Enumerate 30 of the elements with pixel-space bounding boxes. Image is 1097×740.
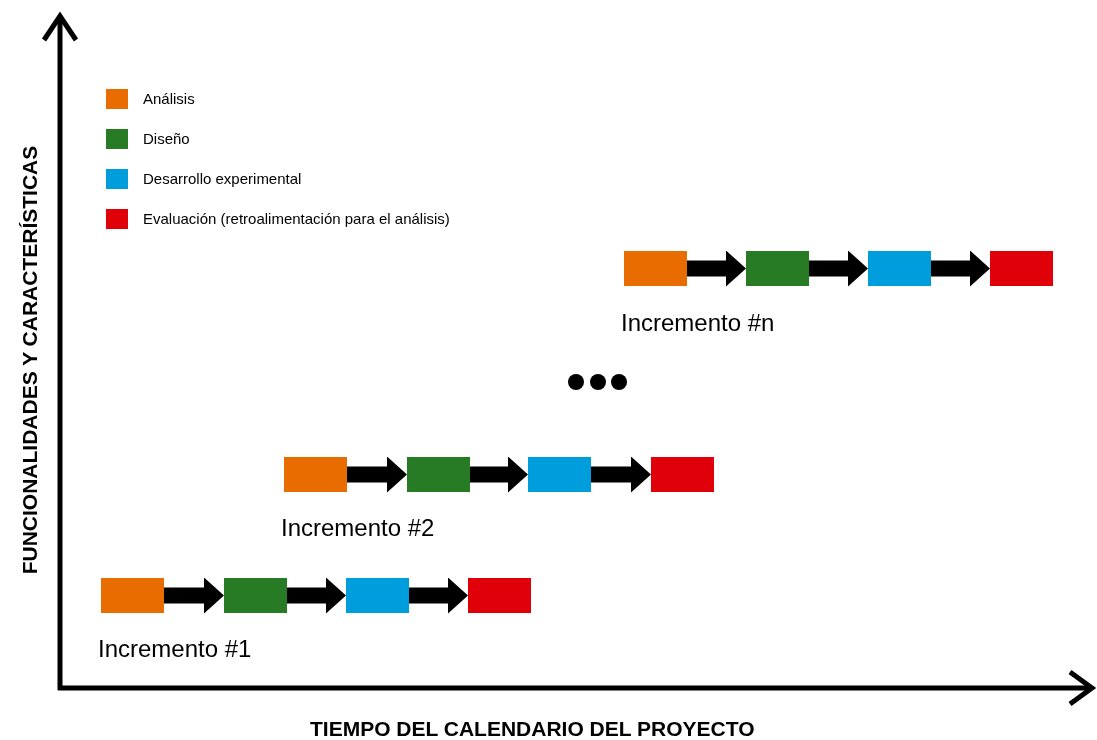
phase-box — [746, 251, 809, 286]
x-axis-title: TIEMPO DEL CALENDARIO DEL PROYECTO — [310, 716, 755, 740]
increment-label: Incremento #2 — [281, 513, 435, 543]
phase-box — [624, 251, 687, 286]
phase-box — [528, 457, 591, 492]
arrow — [470, 456, 528, 493]
phase-box — [284, 457, 347, 492]
phase-box — [346, 578, 409, 613]
phase-box — [407, 457, 470, 492]
legend-label: Análisis — [143, 88, 195, 109]
legend-label: Evaluación (retroalimentación para el análisis) — [143, 208, 450, 229]
arrow — [687, 250, 746, 287]
arrow — [164, 577, 224, 614]
arrow — [347, 456, 407, 493]
phase-box — [224, 578, 287, 613]
phase-box — [468, 578, 531, 613]
increment-label: Incremento #1 — [98, 634, 252, 664]
arrow — [809, 250, 868, 287]
increment-label: Incremento #n — [621, 308, 775, 338]
phase-box — [651, 457, 714, 492]
arrow — [591, 456, 651, 493]
y-axis-title: FUNCIONALIDADES Y CARACTERÍSTICAS — [17, 145, 43, 575]
phase-box — [990, 251, 1053, 286]
legend-label: Diseño — [143, 128, 190, 149]
phase-box — [101, 578, 164, 613]
arrow — [287, 577, 346, 614]
arrow — [931, 250, 990, 287]
phase-box — [868, 251, 931, 286]
arrow — [409, 577, 468, 614]
legend-label: Desarrollo experimental — [143, 168, 302, 189]
